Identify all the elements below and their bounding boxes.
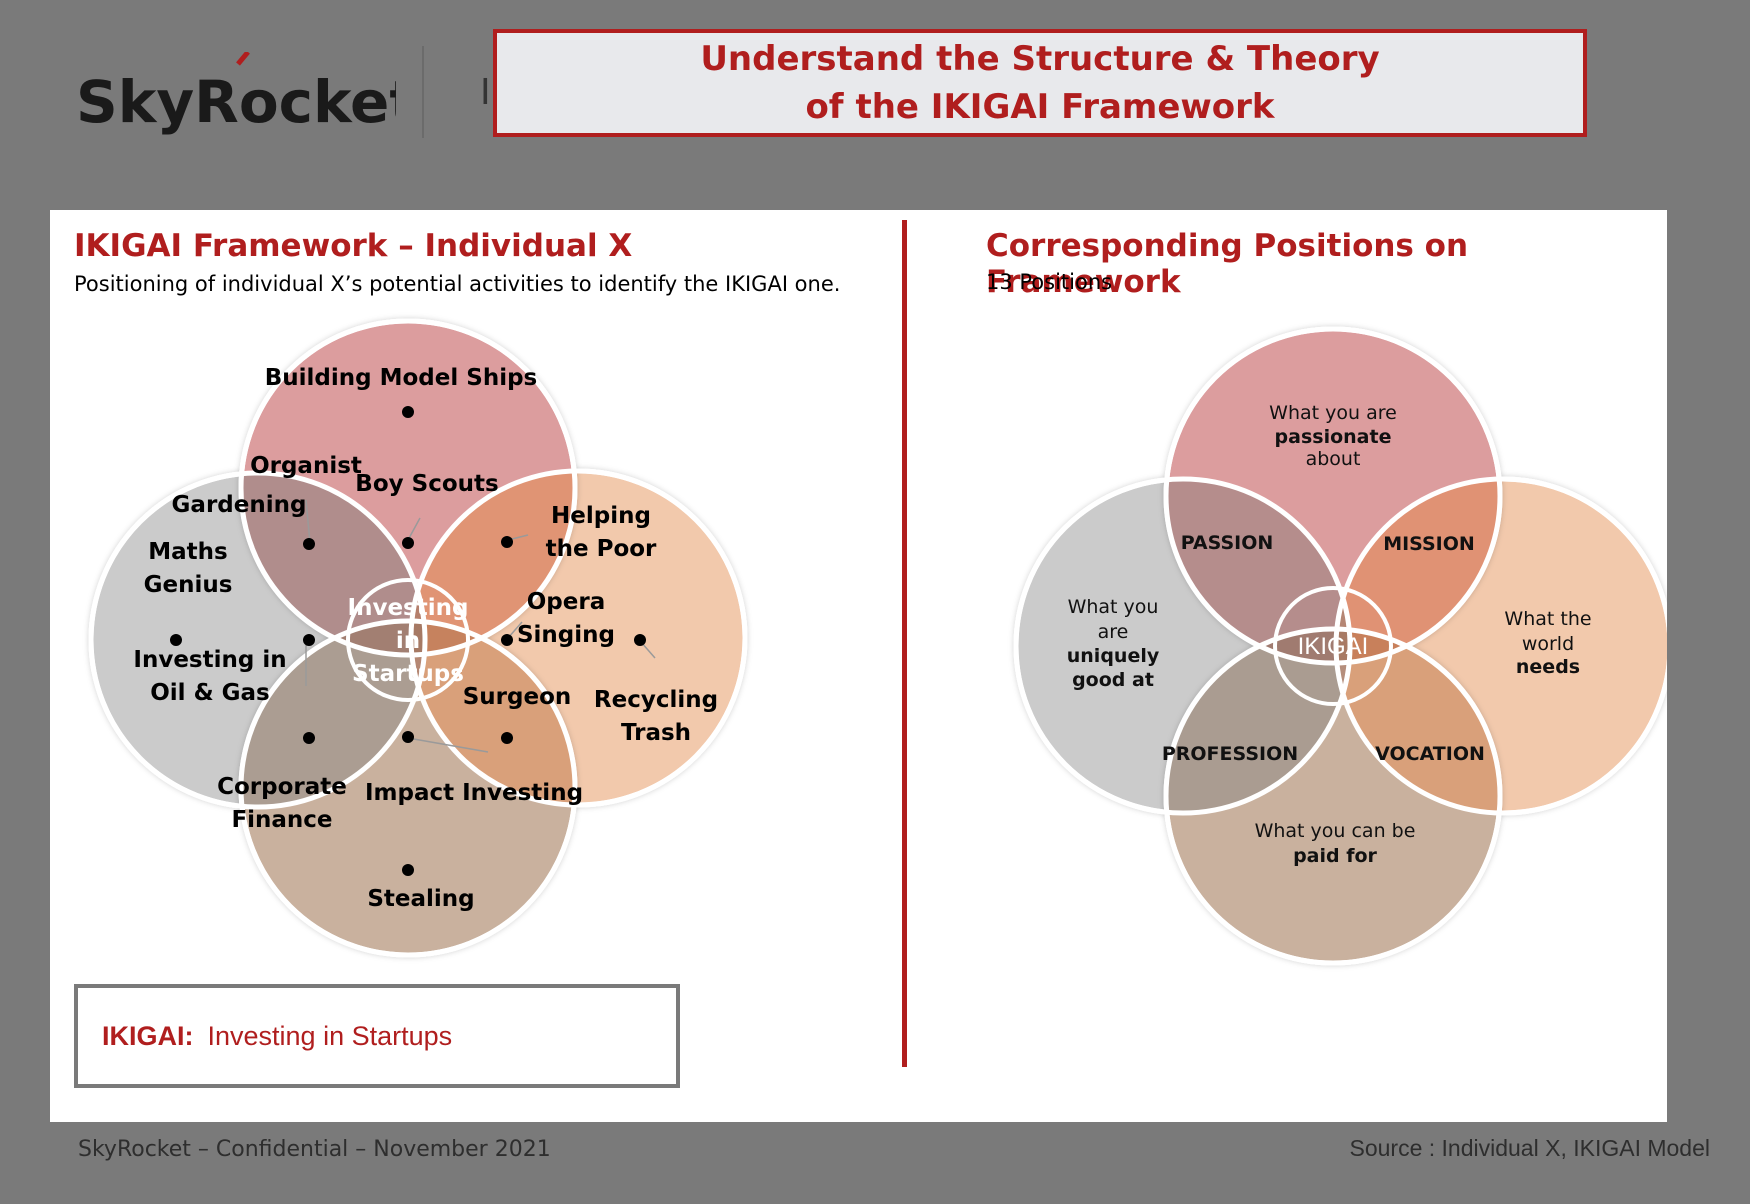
dot-building-model-ships bbox=[402, 406, 414, 418]
right-text-needs-3: needs bbox=[1516, 656, 1580, 678]
right-label-vocation: VOCATION bbox=[1375, 743, 1485, 765]
section-divider bbox=[902, 220, 907, 1067]
dot-organist bbox=[303, 538, 315, 550]
right-text-good-4: good at bbox=[1072, 669, 1154, 691]
label-maths-line2: Genius bbox=[144, 572, 233, 598]
footer-confidential: SkyRocket – Confidential – November 2021 bbox=[78, 1137, 551, 1162]
label-opera-line2: Singing bbox=[517, 622, 615, 648]
right-text-paid-1: What you can be bbox=[1255, 820, 1416, 842]
label-helping-line2: the Poor bbox=[546, 536, 657, 562]
label-oil-line2: Oil & Gas bbox=[150, 680, 269, 706]
label-building-model-ships: Building Model Ships bbox=[265, 365, 538, 391]
dot-impact-investing bbox=[402, 731, 414, 743]
left-venn: Building Model Ships Organist Boy Scouts… bbox=[88, 318, 748, 958]
dot-surgeon bbox=[501, 732, 513, 744]
logo-divider bbox=[422, 46, 424, 138]
label-recycling-line2: Trash bbox=[621, 720, 691, 746]
right-text-good-2: are bbox=[1098, 621, 1129, 643]
right-label-mission: MISSION bbox=[1383, 533, 1475, 555]
ikigai-venn-diagrams: Building Model Ships Organist Boy Scouts… bbox=[88, 318, 1667, 966]
right-text-paid-2: paid for bbox=[1293, 845, 1377, 867]
label-organist: Organist bbox=[250, 453, 362, 479]
dot-opera-singing bbox=[501, 634, 513, 646]
label-opera-line1: Opera bbox=[527, 589, 605, 615]
ikigai-result-value: Investing in Startups bbox=[207, 1020, 453, 1051]
right-text-passionate-2: passionate bbox=[1275, 426, 1392, 448]
dot-recycling-trash bbox=[634, 634, 646, 646]
left-subheading: Positioning of individual X’s potential … bbox=[74, 272, 841, 296]
label-corporate-line1: Corporate bbox=[217, 774, 347, 800]
left-heading: IKIGAI Framework – Individual X bbox=[74, 228, 633, 264]
label-surgeon: Surgeon bbox=[463, 684, 572, 710]
label-helping-line1: Helping bbox=[551, 503, 651, 529]
label-investing-startups-line3: Startups bbox=[352, 661, 464, 687]
label-corporate-line2: Finance bbox=[231, 807, 332, 833]
label-investing-startups-line2: in bbox=[396, 628, 420, 654]
label-gardening: Gardening bbox=[172, 492, 307, 518]
dot-investing-oil bbox=[303, 634, 315, 646]
label-recycling-line1: Recycling bbox=[594, 687, 718, 713]
right-text-passionate-1: What you are bbox=[1269, 402, 1397, 424]
title-line-2: of the IKIGAI Framework bbox=[805, 87, 1275, 127]
label-stealing: Stealing bbox=[367, 886, 474, 912]
label-investing-startups-line1: Investing bbox=[348, 595, 469, 621]
label-boy-scouts: Boy Scouts bbox=[355, 471, 498, 497]
right-text-needs-1: What the bbox=[1504, 608, 1591, 630]
right-label-profession: PROFESSION bbox=[1162, 743, 1298, 765]
right-venn: What you are passionate about What you a… bbox=[1013, 326, 1667, 966]
logo-text: SkyRocket bbox=[76, 68, 396, 136]
title-line-1: Understand the Structure & Theory bbox=[700, 39, 1380, 79]
right-subheading: 13 Positions bbox=[986, 270, 1113, 294]
dot-helping-the-poor bbox=[501, 536, 513, 548]
label-oil-line1: Investing in bbox=[133, 647, 286, 673]
skyrocket-logo: SkyRocket bbox=[76, 52, 396, 136]
right-text-good-3: uniquely bbox=[1067, 645, 1160, 667]
dot-boy-scouts bbox=[402, 537, 414, 549]
footer-source: Source : Individual X, IKIGAI Model bbox=[1349, 1135, 1710, 1161]
content-panel: IKIGAI Framework – Individual X Position… bbox=[50, 210, 1667, 1122]
title-banner: Understand the Structure & Theory of the… bbox=[493, 29, 1587, 137]
right-text-good-1: What you bbox=[1068, 596, 1159, 618]
ikigai-result-box: IKIGAI: Investing in Startups bbox=[74, 984, 680, 1088]
dot-maths-genius bbox=[170, 634, 182, 646]
ikigai-result-label: IKIGAI: bbox=[102, 1020, 194, 1051]
dot-corporate-finance bbox=[303, 732, 315, 744]
right-text-needs-2: world bbox=[1522, 633, 1574, 655]
right-label-ikigai: IKIGAI bbox=[1298, 633, 1369, 660]
label-maths-line1: Maths bbox=[148, 539, 227, 565]
right-heading: Corresponding Positions on Framework bbox=[986, 228, 1469, 300]
label-impact-investing: Impact Investing bbox=[365, 780, 583, 806]
right-label-passion: PASSION bbox=[1181, 532, 1274, 554]
right-text-passionate-3: about bbox=[1306, 448, 1361, 470]
dot-stealing bbox=[402, 864, 414, 876]
header-residue-text: I bbox=[480, 72, 491, 113]
